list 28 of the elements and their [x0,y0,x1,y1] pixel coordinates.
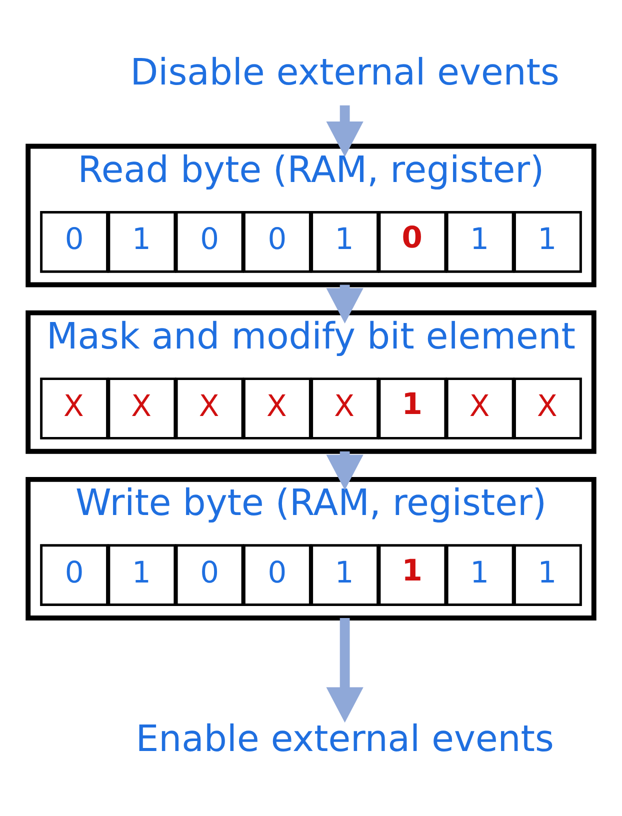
node-box: X [446,377,514,439]
node-box: 1 [513,544,582,606]
node-box: 1 [378,377,447,439]
node-box: 0 [40,210,109,272]
node-box: 1 [446,210,514,272]
node-box: 1 [310,210,380,272]
node-box: 1 [108,544,176,606]
node-box: X [175,377,244,439]
arrow [326,104,364,156]
node-box: X [310,377,380,439]
arrow [326,618,364,722]
node-box: 1 [446,544,514,606]
node-box: 0 [40,544,109,606]
node-box: X [242,377,312,439]
node-box: X [513,377,582,439]
node-box: 1 [108,210,176,272]
node-box: 0 [242,210,312,272]
node-box: 0 [378,210,447,272]
node-box: X [40,377,109,439]
node-box: 0 [242,544,312,606]
node-box: 0 [175,544,244,606]
node-text: Enable external events [136,716,554,760]
node-box: X [108,377,176,439]
node-text: Disable external events [130,50,560,94]
node-box: 1 [513,210,582,272]
node-box: 1 [378,544,447,606]
node-box: 1 [310,544,380,606]
node-box: 0 [175,210,244,272]
